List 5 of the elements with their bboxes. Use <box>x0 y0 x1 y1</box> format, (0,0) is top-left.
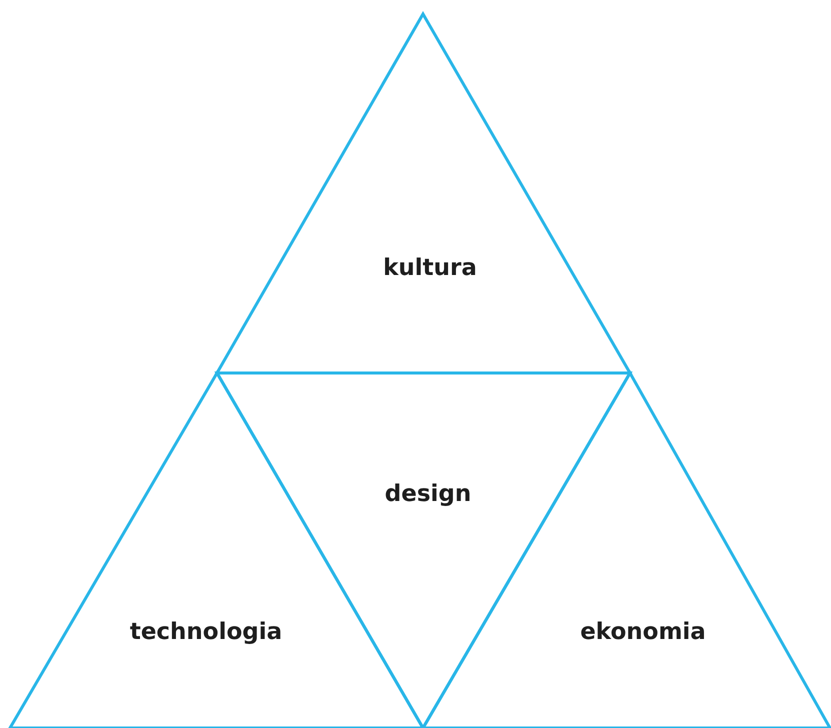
section-label: technologia <box>130 619 282 645</box>
section-label: design <box>384 481 472 507</box>
section-label: ekonomia <box>580 619 706 645</box>
section-label: kultura <box>383 255 477 281</box>
triangle-segment <box>217 14 630 373</box>
